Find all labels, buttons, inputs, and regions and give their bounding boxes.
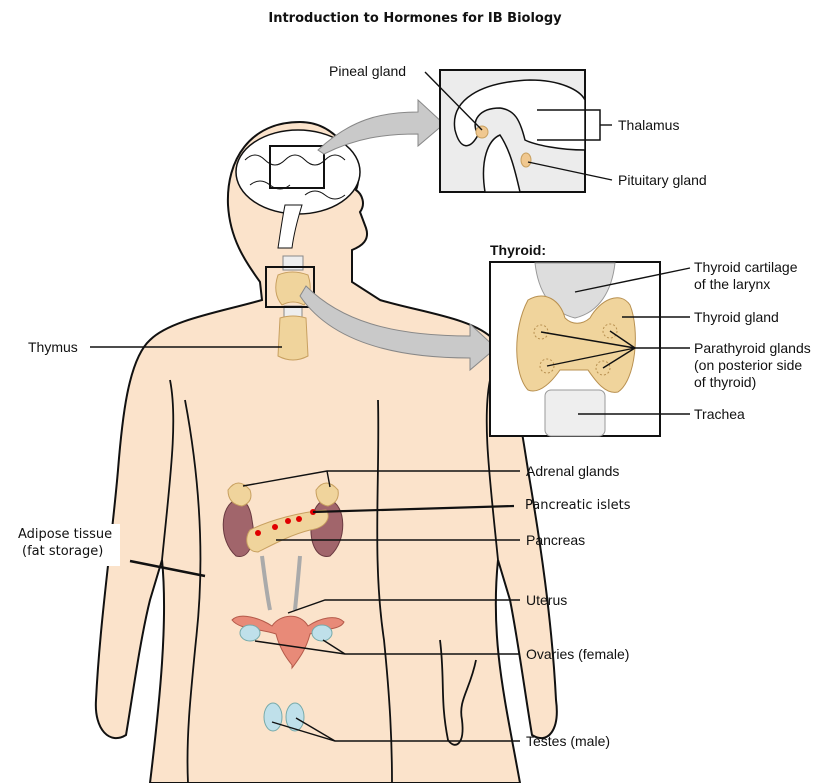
- parathyroid-1: [533, 324, 549, 340]
- label-testes: Testes (male): [526, 733, 611, 749]
- thyroid-gland: [516, 295, 636, 393]
- leader-testis-right: [295, 717, 336, 742]
- label-thymus: Thymus: [28, 339, 78, 355]
- label-ovaries: Ovaries (female): [526, 646, 630, 662]
- leader-uterus: [287, 599, 520, 614]
- leader-adrenal-right: [326, 470, 331, 488]
- brain-stem: [277, 204, 303, 249]
- leader-adipose: [129, 559, 206, 578]
- label-pancreas: Pancreas: [526, 532, 586, 548]
- parathyroid-3: [539, 358, 555, 374]
- ovary-right: [311, 624, 333, 642]
- label-trachea: Trachea: [694, 406, 745, 422]
- testis-right: [285, 702, 305, 732]
- label-uterus: Uterus: [526, 592, 568, 608]
- islet-dot: [285, 518, 291, 524]
- diagram-title: Introduction to Hormones for IB Biology: [268, 11, 562, 26]
- brain-zoom-box: [269, 145, 325, 189]
- pituitary-gland: [520, 152, 532, 168]
- islet-dot: [296, 516, 302, 522]
- label-adipose-2: (fat storage): [22, 544, 104, 559]
- label-thyroid-gland: Thyroid gland: [694, 309, 779, 325]
- torso-left-line: [184, 399, 202, 783]
- islet-dot: [310, 509, 316, 515]
- thyroid-inset-title: Thyroid:: [490, 242, 546, 258]
- leader-lines: [90, 71, 691, 742]
- leader-pineal: [424, 71, 483, 131]
- label-adipose-1: Adipose tissue: [18, 527, 113, 542]
- testis-left: [263, 702, 283, 732]
- label-parathyroid-1: Parathyroid glands: [694, 340, 811, 356]
- thymus-organ: [277, 315, 309, 361]
- label-parathyroid-2: (on posterior side: [694, 357, 803, 373]
- thyroid-zoom-box: [265, 266, 315, 308]
- leader-parathyroid-4: [602, 347, 636, 369]
- adrenal-left: [227, 482, 252, 507]
- label-thyroid-cartilage-1: Thyroid cartilage: [694, 259, 798, 275]
- left-arm-line: [161, 379, 175, 561]
- leader-parathyroid-2: [609, 330, 636, 349]
- label-pancreatic-islets: Pancreatic islets: [525, 498, 631, 513]
- label-pituitary-gland: Pituitary gland: [618, 172, 707, 188]
- label-pineal-gland: Pineal gland: [329, 63, 407, 79]
- islet-dot: [255, 530, 261, 536]
- leader-cartilage: [574, 267, 691, 293]
- islet-dot: [272, 524, 278, 530]
- pineal-gland: [475, 125, 489, 139]
- ureter-left: [260, 555, 272, 611]
- torso-right-line: [376, 399, 393, 783]
- label-parathyroid-3: of thyroid): [694, 374, 757, 390]
- label-thalamus: Thalamus: [618, 117, 680, 133]
- leader-pituitary: [527, 161, 613, 181]
- pancreas: [246, 509, 329, 553]
- leader-parathyroid-1: [540, 331, 636, 349]
- right-hand: [439, 639, 477, 746]
- parathyroid-4: [595, 360, 611, 376]
- brain-inset-midline: [482, 134, 521, 193]
- body-silhouette: [94, 120, 558, 783]
- ureter-right: [293, 555, 302, 611]
- parathyroid-2: [602, 323, 618, 339]
- label-adipose-tissue: Adipose tissue (fat storage): [12, 524, 121, 566]
- label-thyroid-cartilage-2: of the larynx: [694, 276, 771, 292]
- adrenal-right: [315, 482, 339, 507]
- ovary-left: [239, 624, 261, 642]
- arrow-to-thyroid-inset: [299, 285, 497, 372]
- label-adrenal-glands: Adrenal glands: [526, 463, 620, 479]
- arrow-to-brain-inset: [317, 98, 445, 155]
- leader-ovary-right: [322, 639, 346, 655]
- leader-islets: [312, 504, 515, 514]
- right-arm-line: [485, 379, 499, 561]
- trachea: [544, 389, 606, 437]
- leader-parathyroid-3: [546, 347, 636, 367]
